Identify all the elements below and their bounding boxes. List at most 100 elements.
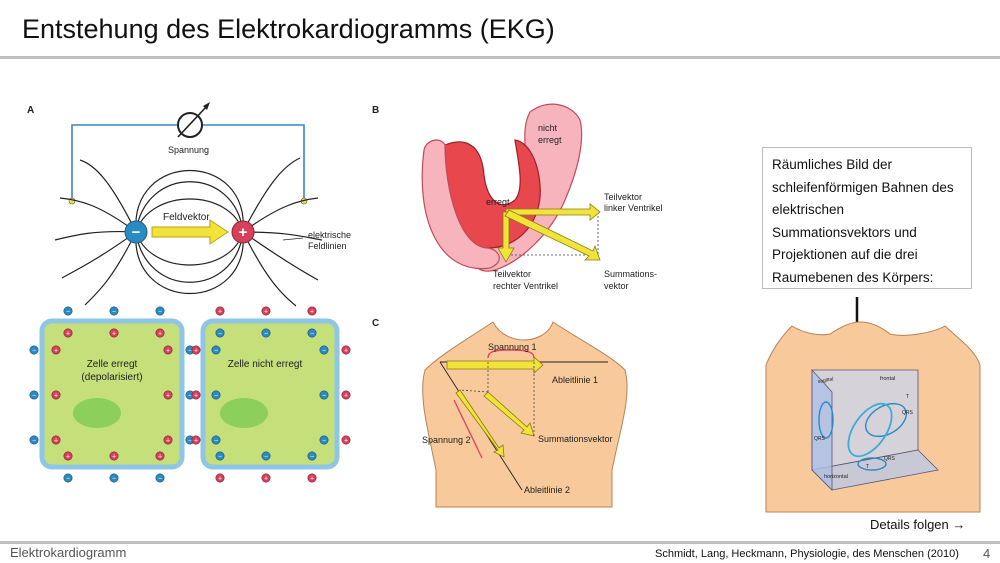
cell-excited-label-1: Zelle erregt (87, 359, 138, 370)
charge-inside-positive (63, 451, 73, 461)
charge-inside-positive (109, 451, 119, 461)
charge-inside-positive-sign: + (166, 393, 170, 400)
charge-outside-negative-sign: − (112, 476, 116, 483)
charge-inside-negative (211, 390, 221, 400)
charge-outside-negative (29, 390, 39, 400)
not-excited-label-2: erregt (538, 135, 562, 145)
spatial-loop (847, 402, 893, 458)
charge-inside-negative-sign: − (214, 348, 218, 355)
charge-inside-positive (63, 328, 73, 338)
charge-outside-positive (191, 435, 201, 445)
panel-a: A Spannung (27, 102, 351, 483)
charge-inside-negative (319, 435, 329, 445)
charge-inside-positive-sign: + (66, 454, 70, 461)
sum-vector-label-1: Summations- (604, 269, 657, 279)
field-vector-arrow (151, 219, 229, 245)
horizontal-loop (857, 457, 887, 471)
field-lines-label-2: Feldlinien (308, 241, 347, 251)
frontal-label: frontal (880, 376, 895, 382)
charge-inside-negative (215, 328, 225, 338)
charge-outside-negative-sign: − (32, 393, 36, 400)
charge-outside-positive (341, 435, 351, 445)
sagittal-plane (811, 368, 833, 491)
callout-box: Räumliches Bild der schleifenförmigen Ba… (762, 147, 972, 289)
charge-outside-positive (307, 473, 317, 483)
voltmeter-icon (177, 102, 210, 138)
svg-text:−: − (132, 224, 141, 241)
left-vector-label-1: Teilvektor (604, 192, 642, 202)
right-vector-label-1: Teilvektor (493, 269, 531, 279)
charge-inside-positive-sign: + (54, 393, 58, 400)
charge-outside-positive-sign: + (218, 309, 222, 316)
panel-c-label: C (372, 318, 379, 329)
charge-outside-positive-sign: + (310, 476, 314, 483)
charge-inside-positive-sign: + (54, 438, 58, 445)
charge-outside-negative-sign: − (188, 438, 192, 445)
charge-inside-negative-sign: − (322, 438, 326, 445)
voltage-2-vector (455, 389, 505, 458)
charge-inside-negative-sign: − (264, 454, 268, 461)
charge-inside-negative-sign: − (218, 454, 222, 461)
charge-outside-positive-sign: + (218, 476, 222, 483)
charge-inside-positive-sign: + (158, 454, 162, 461)
charge-inside-positive (51, 435, 61, 445)
t-label-frontal: T (906, 394, 909, 400)
voltage-1-vector (446, 356, 544, 374)
charge-outside-negative (155, 473, 165, 483)
charge-inside-negative (319, 390, 329, 400)
charge-outside-negative-sign: − (112, 309, 116, 316)
charge-outside-negative-sign: − (158, 309, 162, 316)
frontal-loop (865, 402, 907, 438)
footer-citation: Schmidt, Lang, Heckmann, Physiologie, de… (655, 548, 959, 560)
panel-b: B nicht erregt erregt Teilvektor linker … (372, 103, 663, 291)
charge-outside-positive-sign: + (344, 348, 348, 355)
charge-inside-positive-sign: + (158, 331, 162, 338)
slide-title: Entstehung des Elektrokardiogramms (EKG) (22, 14, 555, 44)
charge-outside-positive (307, 306, 317, 316)
not-excited-label-1: nicht (538, 123, 558, 133)
charge-outside-negative (63, 306, 73, 316)
field-lines-label-1: elektrische (308, 230, 351, 240)
cell-excited-label-2: (depolarisiert) (81, 372, 142, 383)
qrs-label-horizontal: QRS (884, 456, 896, 462)
svg-text:+: + (239, 224, 248, 241)
footer-section-title: Elektrokardiogramm (10, 545, 127, 560)
charge-outside-positive (341, 345, 351, 355)
charge-outside-positive (215, 306, 225, 316)
sum-vector-c-label: Summationsvektor (538, 434, 613, 444)
projection-lines (459, 362, 535, 436)
panel-3d: sagittal frontal horizontal QRS QRS QRS … (765, 297, 981, 513)
charge-outside-positive-sign: + (344, 438, 348, 445)
charge-inside-negative (307, 451, 317, 461)
charge-inside-negative (211, 435, 221, 445)
left-vector-label-2: linker Ventrikel (604, 203, 663, 213)
charge-outside-negative (109, 473, 119, 483)
field-lines-pointer (282, 237, 304, 241)
positive-charge: + (231, 220, 255, 244)
details-link[interactable]: Details folgen → (870, 517, 966, 532)
cell-not-excited-label: Zelle nicht erregt (228, 359, 303, 370)
excited-label: erregt (486, 197, 510, 207)
panel-b-label: B (372, 105, 379, 116)
charge-inside-negative-sign: − (322, 348, 326, 355)
lead-1-label: Ableitlinie 1 (552, 375, 598, 385)
charge-outside-negative-sign: − (32, 438, 36, 445)
charge-outside-negative-sign: − (32, 348, 36, 355)
charge-inside-negative-sign: − (214, 438, 218, 445)
negative-charge: − (124, 220, 148, 244)
qrs-label-sagittal: QRS (814, 436, 826, 442)
right-vector-label-2: rechter Ventrikel (493, 281, 558, 291)
charge-inside-positive-sign: + (112, 331, 116, 338)
charge-outside-positive-sign: + (194, 393, 198, 400)
charge-outside-negative-sign: − (66, 309, 70, 316)
charge-inside-negative-sign: − (310, 331, 314, 338)
charge-outside-positive (261, 473, 271, 483)
panel-a-label: A (27, 105, 34, 116)
charge-inside-positive (51, 390, 61, 400)
charge-outside-negative-sign: − (66, 476, 70, 483)
nucleus (73, 398, 121, 428)
charge-outside-positive-sign: + (194, 348, 198, 355)
field-lines (54, 157, 323, 307)
charge-outside-positive-sign: + (344, 393, 348, 400)
